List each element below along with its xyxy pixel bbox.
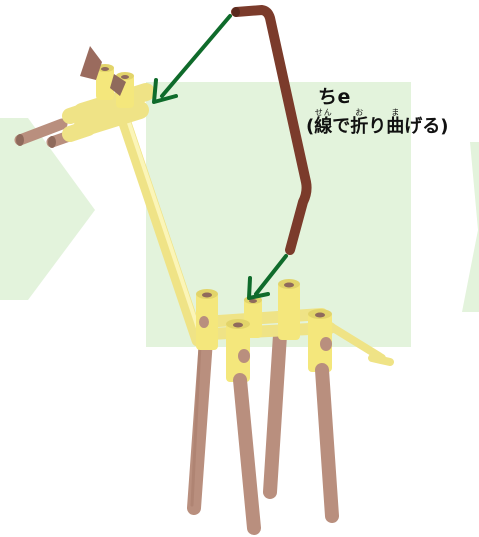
giraffe-body [196, 279, 394, 382]
down-left-arrow-icon [152, 14, 232, 104]
giraffe-head [14, 46, 155, 148]
back-legs [187, 328, 287, 515]
ruby-segment: げる [404, 116, 441, 137]
paren-close: ) [440, 116, 449, 137]
ruby-segment: 折お [350, 108, 369, 138]
paren-open: ( [306, 116, 315, 137]
right-chevron-shape [462, 142, 479, 312]
part-description-label: ( 線せん で 折お り 曲ま げる ) [306, 108, 448, 142]
bent-wire [231, 5, 312, 255]
left-chevron-shape [0, 118, 95, 300]
giraffe-neck [117, 113, 205, 347]
part-code-label: ちe [318, 86, 351, 108]
down-left-arrow-icon [247, 254, 288, 300]
ruby-segment: 線せん [314, 108, 333, 138]
ruby-segment: 曲ま [386, 108, 405, 138]
ruby-segment: り [368, 116, 387, 137]
ruby-segment: で [332, 116, 351, 137]
front-legs [233, 363, 339, 535]
